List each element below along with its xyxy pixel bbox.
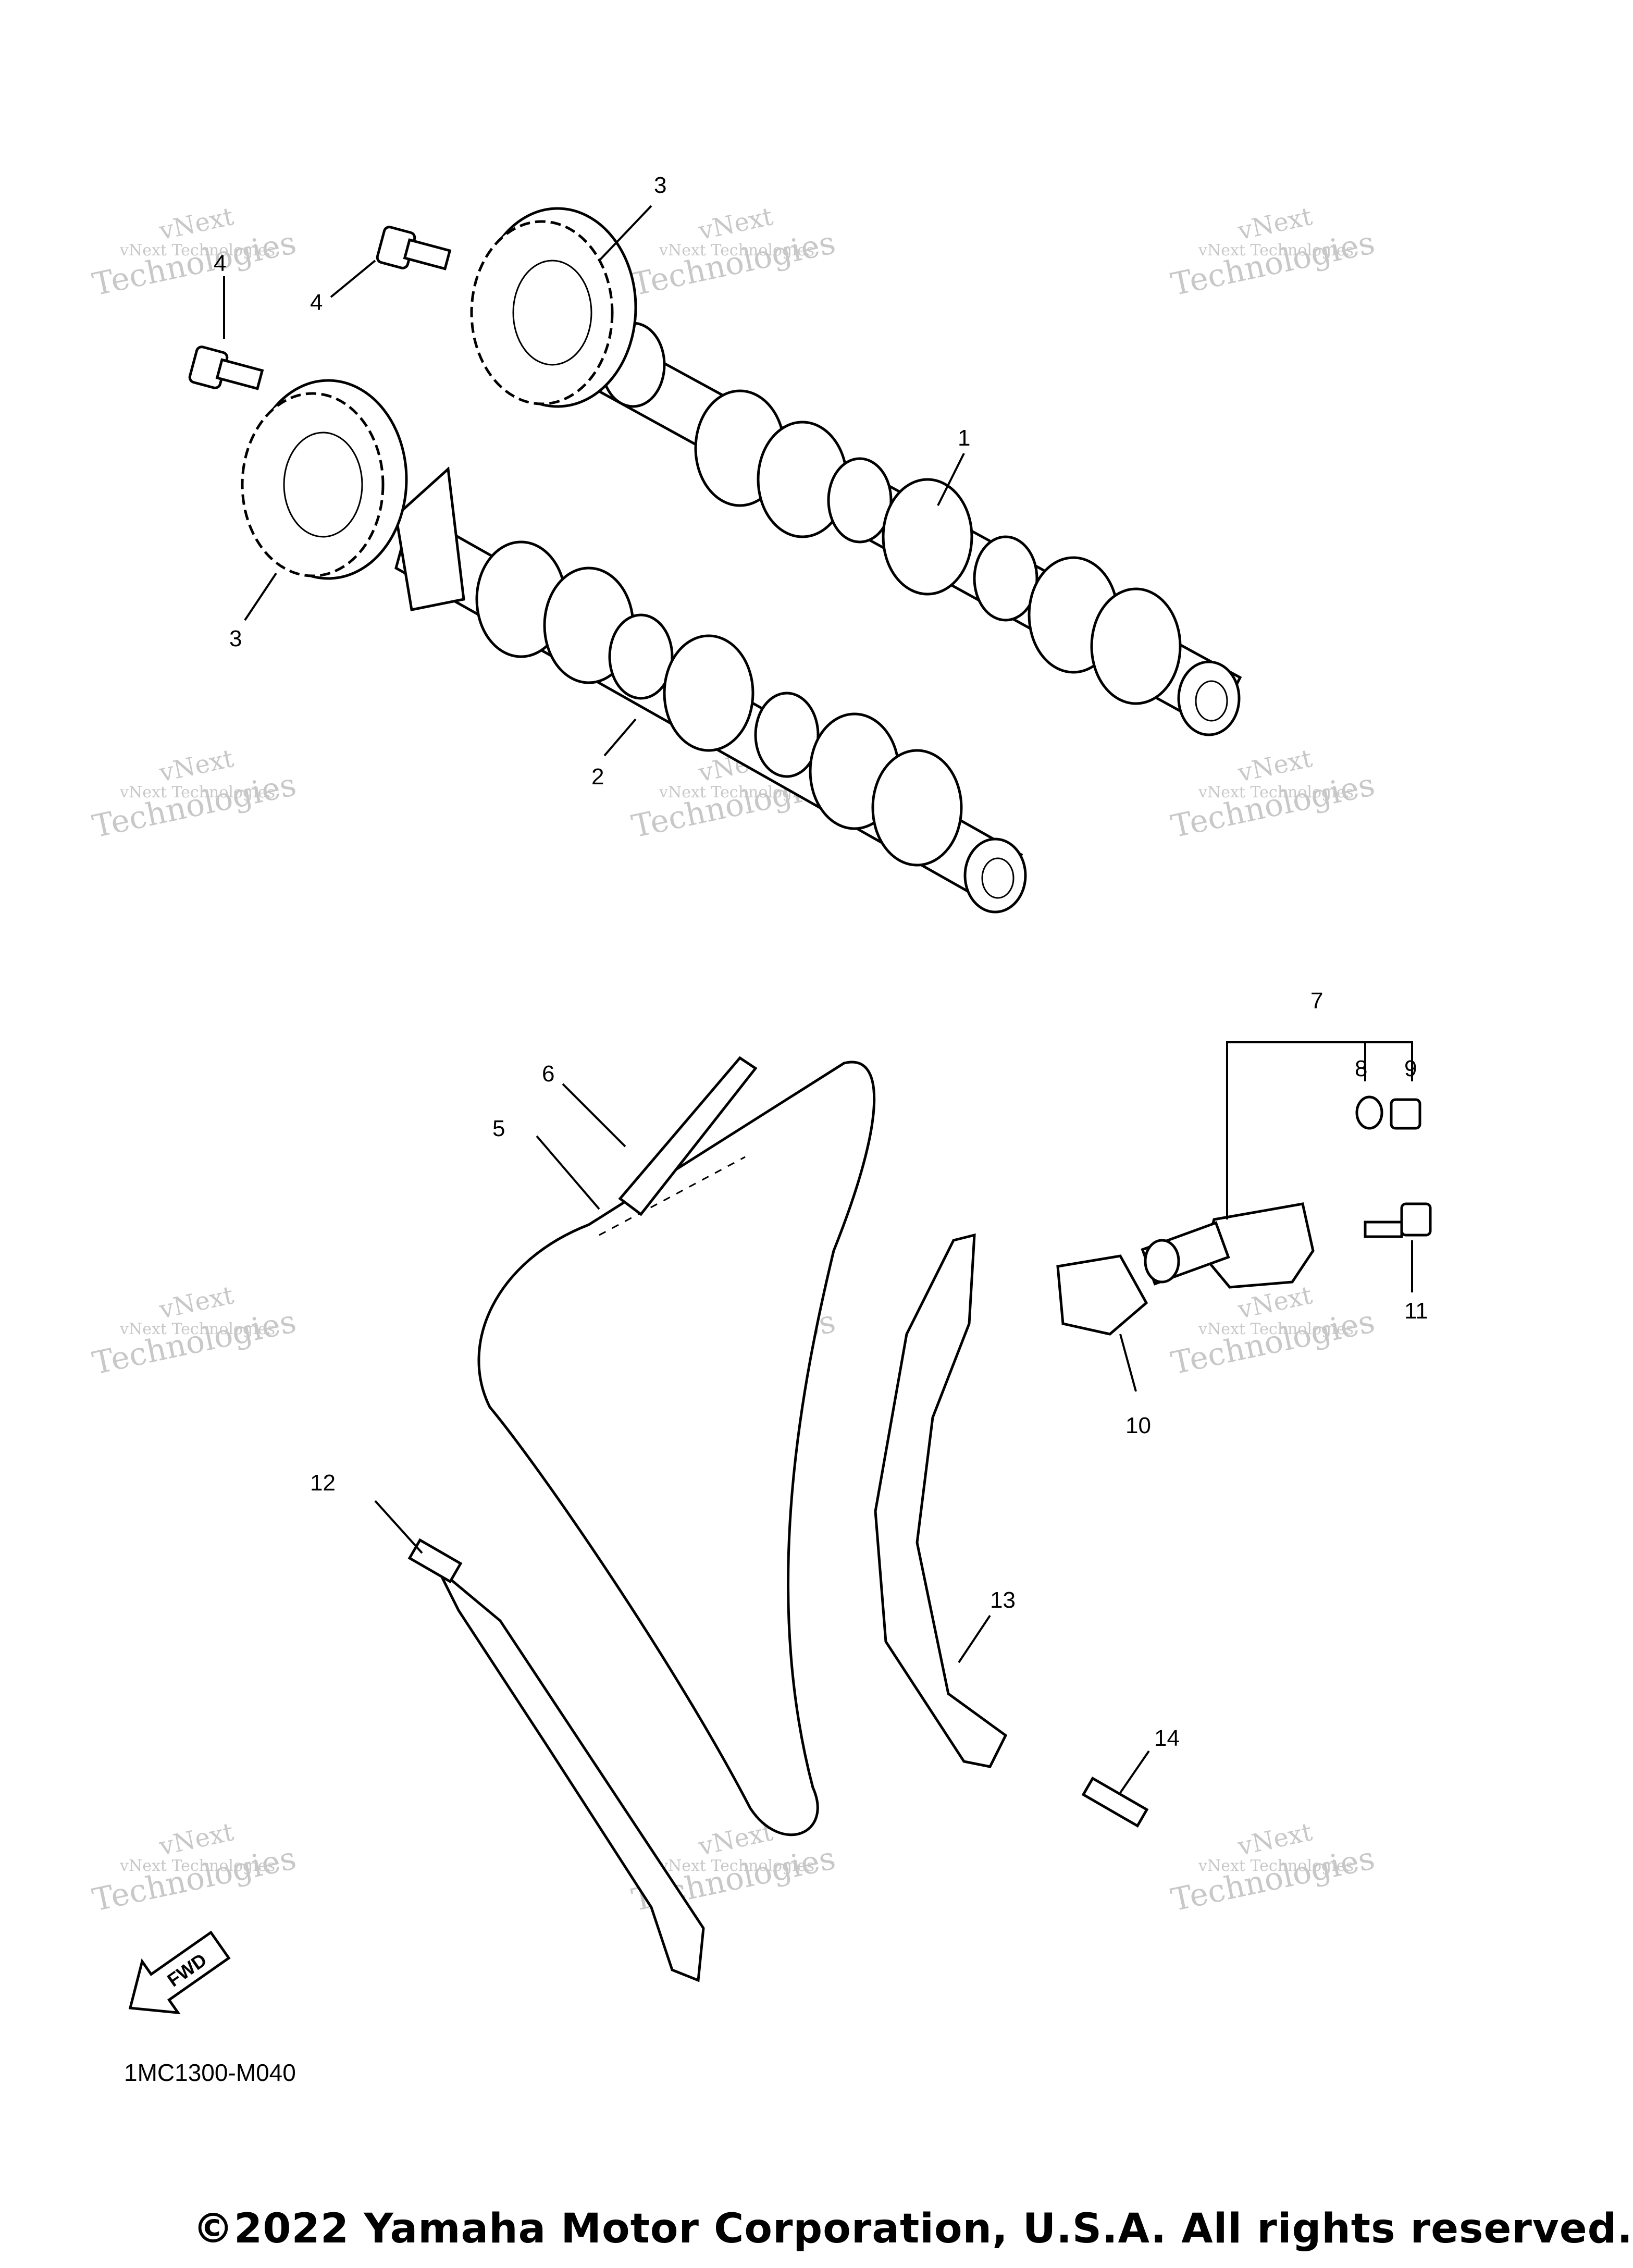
- sprocket-bolt-lower[interactable]: [188, 346, 264, 390]
- guide-pin[interactable]: [1081, 1776, 1149, 1828]
- gasket[interactable]: [1056, 1254, 1148, 1336]
- watermark-line1: vNext Technologies: [119, 241, 275, 260]
- callout-4-lower: 4: [214, 251, 226, 276]
- callout-5: 5: [492, 1116, 505, 1141]
- callout-13: 13: [990, 1587, 1016, 1613]
- watermark-line1: vNext Technologies: [119, 1320, 275, 1338]
- plug-bolt[interactable]: [1390, 1098, 1421, 1130]
- diagram-reference-code: 1MC1300-M040: [124, 2059, 296, 2086]
- watermark-line1: vNext Technologies: [659, 241, 814, 260]
- callout-2: 2: [591, 764, 604, 790]
- callout-3-lower: 3: [229, 626, 242, 651]
- callout-10: 10: [1125, 1413, 1151, 1438]
- copyright-notice: ©2022 Yamaha Motor Corporation, U.S.A. A…: [193, 2205, 1633, 2252]
- sprocket-bolt-upper[interactable]: [376, 226, 452, 270]
- watermark-line1: vNext Technologies: [1198, 1320, 1354, 1338]
- callout-labels: 1 2 3 3 4 4 5 6 7 8 9 10 11 12 13 14: [214, 172, 1428, 1751]
- callout-11: 11: [1404, 1298, 1428, 1324]
- cam-sprocket-lower[interactable]: [241, 379, 408, 580]
- chain-guide-exhaust[interactable]: [436, 1568, 705, 1982]
- callout-7: 7: [1310, 988, 1323, 1014]
- watermark-line1: vNext Technologies: [119, 783, 275, 802]
- chain-guide-intake[interactable]: [874, 1233, 1008, 1768]
- callout-1: 1: [958, 425, 970, 451]
- leader-lines: [223, 205, 1413, 1794]
- watermark-line1: vNext Technologies: [1198, 783, 1354, 802]
- callout-8: 8: [1355, 1056, 1367, 1081]
- camshaft-exhaust[interactable]: [394, 466, 1027, 914]
- tensioner-bolt[interactable]: [1364, 1202, 1432, 1238]
- callout-6: 6: [542, 1061, 554, 1087]
- camshaft-intake[interactable]: [587, 322, 1242, 736]
- watermark-line1: vNext Technologies: [1198, 1857, 1354, 1875]
- chain-tensioner-assy[interactable]: [1141, 1202, 1315, 1289]
- callout-14: 14: [1154, 1725, 1180, 1751]
- cam-sprocket-upper[interactable]: [470, 207, 637, 408]
- callout-9: 9: [1404, 1056, 1417, 1081]
- fwd-arrow-icon: FWD: [128, 1930, 231, 2015]
- guide-stopper-bolt[interactable]: [407, 1538, 463, 1584]
- washer[interactable]: [1355, 1095, 1383, 1130]
- watermark-line1: vNext Technologies: [1198, 241, 1354, 260]
- watermark-line1: vNext Technologies: [659, 1857, 814, 1875]
- callout-4-upper: 4: [310, 290, 323, 315]
- timing-chain[interactable]: [477, 1061, 876, 1836]
- chain-guide-top[interactable]: [618, 1056, 758, 1216]
- callout-3-upper: 3: [654, 172, 666, 198]
- callout-12: 12: [310, 1470, 336, 1496]
- watermark-line1: vNext Technologies: [119, 1857, 275, 1875]
